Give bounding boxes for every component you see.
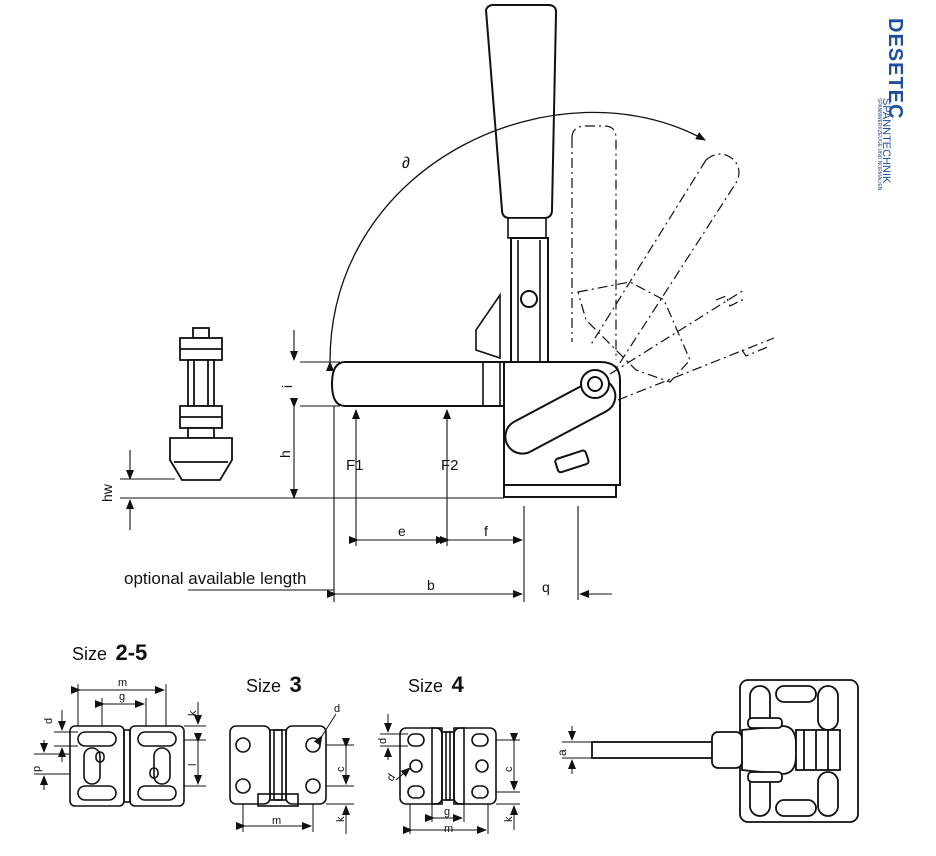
clamp-top-view	[591, 679, 859, 823]
base-plate-size-4	[399, 727, 497, 805]
size-3-m-label: m	[272, 815, 281, 827]
handle-neck	[507, 217, 547, 239]
size-4-g-label: g	[444, 806, 450, 818]
dim-h-label: h	[277, 450, 293, 458]
brand-logo: DESETEC SPANNTECHNIK SPANNWERKZEUGE UND …	[876, 18, 914, 218]
size-4-d2-label: d	[385, 772, 398, 784]
size-25-d-label: d	[43, 718, 55, 724]
size-4-dimensions	[380, 714, 520, 834]
dim-f-label: f	[484, 523, 488, 539]
size-25-m-label: m	[118, 677, 127, 689]
dim-b-label: b	[427, 577, 435, 593]
size-4-title: Size 4	[408, 672, 464, 697]
size-25-k-label: k	[187, 710, 199, 716]
dim-q-label: q	[542, 579, 550, 595]
size-3-dimensions	[236, 713, 354, 834]
spindle-bolt	[169, 327, 233, 481]
size-3-d-label: d	[334, 703, 340, 715]
dim-e-label: e	[398, 523, 406, 539]
back-bracket	[475, 292, 501, 360]
size-3-k-label: k	[335, 816, 347, 822]
base-plate	[503, 484, 617, 498]
top-view-a-label: a	[555, 749, 569, 756]
open-position-phantom	[571, 125, 775, 401]
dim-i-label: i	[279, 385, 295, 388]
force-f1-label: F1	[346, 457, 364, 474]
dim-hw-label: hw	[99, 483, 115, 502]
size-25-dimensions	[34, 684, 206, 790]
size-4-d-label: d	[377, 738, 389, 744]
top-view-dimensions	[562, 726, 592, 774]
size-25-l-label: l	[187, 764, 199, 766]
force-f2-label: F2	[441, 457, 459, 474]
main-dimensions	[120, 330, 612, 602]
size-4-k-label: k	[503, 816, 515, 822]
size-3-c-label: c	[335, 766, 347, 772]
optional-length-note: optional available length	[124, 569, 306, 588]
pivot-main	[580, 369, 610, 399]
slot-marker	[554, 449, 590, 474]
angle-label: ∂	[402, 155, 410, 172]
size-25-g-label: g	[119, 691, 125, 703]
base-plate-size-25	[69, 725, 185, 807]
brand-subline: SPANNWERKZEUGE UND NORMALIEN	[876, 98, 882, 191]
size-3-title: Size 3	[246, 672, 302, 697]
clamp-side-view	[330, 3, 621, 498]
rotated-link	[504, 378, 617, 455]
size-25-p-label: p	[31, 766, 43, 772]
size-25-title: Size 2-5	[72, 640, 147, 665]
angle-arc	[325, 111, 706, 372]
base-plate-size-3	[229, 725, 327, 807]
size-4-c-label: c	[503, 766, 515, 772]
size-4-m-label: m	[444, 823, 453, 835]
handle-grip	[484, 3, 558, 219]
